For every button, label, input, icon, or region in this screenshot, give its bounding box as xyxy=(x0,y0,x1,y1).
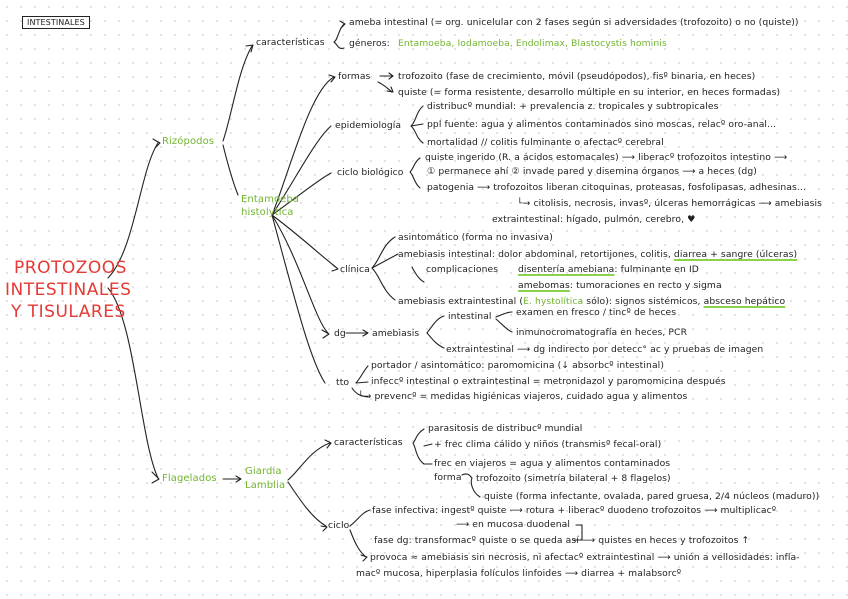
main-title-line2: INTESTINALES xyxy=(5,280,132,300)
epidemiologia-fuente: ppl fuente: agua y alimentos contaminado… xyxy=(427,119,777,130)
extra-species: E. hystolítica xyxy=(523,296,584,307)
clinica-label: clínica xyxy=(340,264,370,275)
tto-infecc: infeccº intestinal o extraintestinal = m… xyxy=(371,376,726,387)
disenteria-text: : fulminante en ID xyxy=(614,264,699,275)
dg-extraintestinal: extraintestinal ⟶ dg indirecto por detec… xyxy=(446,344,764,355)
ciclo-quiste-line1: quiste ingerido (R. a ácidos estomacales… xyxy=(425,152,788,163)
patogenia-text: ⟶ trofozoitos liberan citoquinas, protea… xyxy=(477,182,806,193)
ameba-definition: ameba intestinal (= org. unicelular con … xyxy=(349,17,799,28)
ciclo-quiste-line2: ① permanece ahí ② invade pared y disemin… xyxy=(427,166,757,177)
giardia-frec-clima: + frec clima cálido y niños (transmisº f… xyxy=(434,439,662,450)
clinica-intestinal: amebiasis intestinal: dolor abdominal, r… xyxy=(398,249,797,261)
giardia-label-line2: Lamblia xyxy=(245,480,286,491)
giardia-parasitosis: parasitosis de distribucº mundial xyxy=(428,423,583,434)
patogenia-extraintestinal: extraintestinal: hígado, pulmón, cerebro… xyxy=(492,214,696,225)
extra-highlight: absceso hepático xyxy=(703,296,786,307)
epidemiologia-distrib: distribucº mundial: + prevalencia z. tro… xyxy=(427,101,719,112)
giardia-caracteristicas-label: características xyxy=(334,437,403,448)
generos-value: Entamoeba, Iodamoeba, Endolimax, Blastoc… xyxy=(398,38,667,49)
giardia-fase-dg: fase dg: transformacº quiste o se queda … xyxy=(374,535,750,546)
clinica-asintomatico: asintomático (forma no invasiva) xyxy=(398,232,553,243)
giardia-ciclo-label: ciclo xyxy=(328,520,350,531)
tto-prevenc: └→ prevencº = medidas higiénicas viajero… xyxy=(358,391,688,402)
entamoeba-label-line2: histolytica xyxy=(241,207,294,218)
giardia-fase-infectiva: fase infectiva: ingestº quiste ⟶ rotura … xyxy=(372,505,777,516)
main-title-line3: Y TISULARES xyxy=(11,302,126,322)
dg-examen: examen en fresco / tincº de heces xyxy=(516,307,677,318)
giardia-trofozoito: trofozoito (simetría bilateral + 8 flage… xyxy=(476,473,671,484)
complicacion-amebomas: amebomas: tumoraciones en recto y sigma xyxy=(518,280,722,292)
entamoeba-label-line1: Entamoeba xyxy=(241,194,300,205)
epidemiologia-label: epidemiología xyxy=(335,120,402,131)
complicaciones-label: complicaciones xyxy=(426,264,499,275)
clinica-extraintestinal: amebiasis extraintestinal (E. hystolític… xyxy=(398,296,785,308)
giardia-mucosa: ⟶ en mucosa duodenal xyxy=(456,519,571,530)
extra-text-prefix: amebiasis extraintestinal ( xyxy=(398,296,524,307)
flagelados-label: Flagelados xyxy=(162,473,217,484)
dg-intestinal-label: intestinal xyxy=(448,311,492,322)
giardia-frec-viajeros: frec en viajeros = agua y alimentos cont… xyxy=(434,458,671,469)
generos-label: géneros: xyxy=(349,38,390,49)
clinica-intestinal-text: amebiasis intestinal: dolor abdominal, r… xyxy=(398,249,671,260)
complicacion-disenteria: disentería amebiana: fulminante en ID xyxy=(518,264,699,276)
disenteria-highlight: disentería amebiana xyxy=(518,264,615,275)
tto-label: tto xyxy=(336,377,350,388)
rizopodos-label: Rizópodos xyxy=(162,136,215,147)
giardia-label-line1: Giardia xyxy=(245,466,282,477)
rizopodos-caracteristicas-label: características xyxy=(256,37,325,48)
giardia-provoca-line1: provoca ≈ amebiasis sin necrosis, ni afe… xyxy=(370,552,800,563)
dg-label: dg xyxy=(334,328,346,339)
patogenia-citolisis: └→ citolisis, necrosis, invasº, úlceras … xyxy=(517,198,823,209)
formas-trofozoito: trofozoito (fase de crecimiento, móvil (… xyxy=(398,71,756,82)
clinica-intestinal-highlight: diarrea + sangre (úlceras) xyxy=(673,249,798,260)
ciclo-biologico-label: ciclo biológico xyxy=(337,167,404,178)
dg-inmuno: inmunocromatografía en heces, PCR xyxy=(516,327,688,338)
giardia-quiste: quiste (forma infectante, ovalada, pared… xyxy=(484,491,820,502)
formas-quiste: quiste (= forma resistente, desarrollo m… xyxy=(398,87,781,98)
amebomas-highlight: amebomas xyxy=(518,280,570,291)
giardia-provoca-line2: macº mucosa, hiperplasia folículos linfo… xyxy=(356,568,682,579)
epidemiologia-mortalidad: mortalidad // colitis fulminante o afect… xyxy=(427,137,664,148)
extra-text-mid: sólo): signos sistémicos, xyxy=(583,296,701,307)
patogenia-label: patogenia xyxy=(427,182,475,193)
formas-label: formas xyxy=(338,71,371,82)
header-label: INTESTINALES xyxy=(22,16,90,29)
tto-portador: portador / asintomático: paromomicina (↓… xyxy=(371,360,665,371)
dg-amebiasis-label: amebiasis xyxy=(372,328,420,339)
giardia-forma-label: forma xyxy=(434,472,462,483)
amebomas-text: : tumoraciones en recto y sigma xyxy=(569,280,722,291)
main-title-line1: PROTOZOOS xyxy=(14,258,127,278)
